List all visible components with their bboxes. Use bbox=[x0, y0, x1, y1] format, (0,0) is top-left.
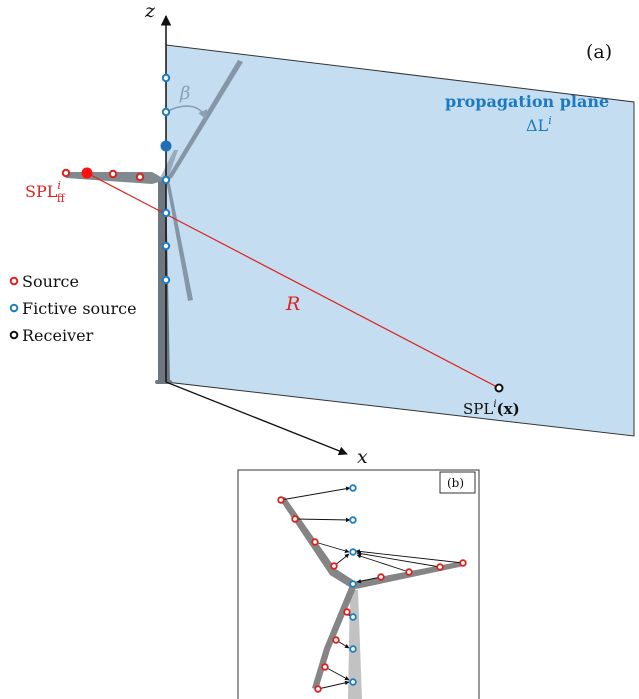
panel-b-label: (b) bbox=[447, 476, 464, 490]
spl-ff-sub: ff bbox=[57, 192, 66, 205]
source-marker bbox=[377, 573, 385, 581]
source-marker bbox=[321, 663, 329, 671]
fictive-source-marker bbox=[349, 613, 357, 621]
source-marker bbox=[436, 563, 444, 571]
source-marker bbox=[405, 568, 413, 576]
legend-item-fictive-source: Fictive source bbox=[9, 299, 137, 318]
spl-ff-source bbox=[81, 167, 93, 179]
source-marker bbox=[277, 496, 285, 504]
legend-item-receiver: Receiver bbox=[9, 326, 94, 345]
source-marker bbox=[343, 608, 351, 616]
spl-ff-sup: i bbox=[57, 179, 61, 192]
legend-receiver-label: Receiver bbox=[22, 326, 94, 345]
plane-title: propagation plane bbox=[445, 92, 609, 111]
plane-subtitle-sup: i bbox=[548, 114, 552, 127]
fictive-sources-b bbox=[349, 484, 357, 686]
legend-source-marker bbox=[9, 276, 19, 286]
legend-receiver-marker bbox=[9, 330, 19, 340]
source-marker bbox=[311, 538, 319, 546]
fictive-source-marker bbox=[161, 275, 171, 285]
receiver-marker bbox=[494, 383, 504, 393]
fictive-source-marker bbox=[161, 241, 171, 251]
receiver-base: SPL bbox=[463, 400, 493, 418]
fictive-source-marker bbox=[349, 548, 357, 556]
source-marker bbox=[108, 169, 118, 179]
fictive-source-marker bbox=[161, 107, 171, 117]
r-label: R bbox=[285, 293, 300, 315]
fictive-source-marker bbox=[349, 645, 357, 653]
x-axis-label: x bbox=[357, 446, 368, 468]
hub-fictive-source bbox=[160, 140, 172, 152]
fictive-source-marker bbox=[161, 175, 171, 185]
legend-fictive-label: Fictive source bbox=[22, 299, 137, 318]
spl-ff-base: SPL bbox=[25, 182, 58, 201]
projection-arrows bbox=[280, 486, 464, 690]
source-marker bbox=[332, 636, 340, 644]
legend-source-label: Source bbox=[22, 272, 79, 291]
fictive-source-marker bbox=[349, 580, 357, 588]
beta-arrow bbox=[165, 105, 208, 120]
source-marker bbox=[314, 685, 322, 693]
fictive-source-marker bbox=[161, 73, 171, 83]
z-axis-label: z bbox=[144, 0, 156, 22]
sources-a bbox=[61, 168, 145, 182]
receiver-arg: (x) bbox=[497, 400, 520, 418]
source-marker bbox=[291, 515, 299, 523]
receiver-label: SPLi(x) bbox=[463, 399, 520, 418]
sources-b bbox=[277, 496, 467, 693]
legend: Source Fictive source Receiver bbox=[9, 272, 137, 345]
panel-b-label-box bbox=[439, 471, 476, 494]
panel-b: (b) bbox=[237, 469, 480, 699]
legend-item-source: Source bbox=[9, 272, 79, 291]
panel-a-label: (a) bbox=[586, 41, 612, 63]
fictive-source-marker bbox=[349, 516, 357, 524]
radius-line bbox=[86, 172, 500, 389]
rotor-blades bbox=[160, 60, 243, 301]
x-axis bbox=[165, 381, 348, 456]
plane-subtitle: ΔLi bbox=[526, 114, 552, 135]
source-marker bbox=[459, 559, 467, 567]
legend-fictive-marker bbox=[9, 303, 19, 313]
fictive-source-marker bbox=[349, 678, 357, 686]
fictive-sources-a bbox=[161, 73, 171, 285]
fictive-source-marker bbox=[349, 484, 357, 492]
source-marker bbox=[61, 168, 71, 178]
source-marker bbox=[135, 172, 145, 182]
receiver-sup: i bbox=[493, 399, 496, 410]
beta-label: β bbox=[179, 83, 190, 104]
fictive-source-marker bbox=[161, 208, 171, 218]
plane-subtitle-base: ΔL bbox=[526, 116, 549, 135]
source-marker bbox=[330, 562, 338, 570]
